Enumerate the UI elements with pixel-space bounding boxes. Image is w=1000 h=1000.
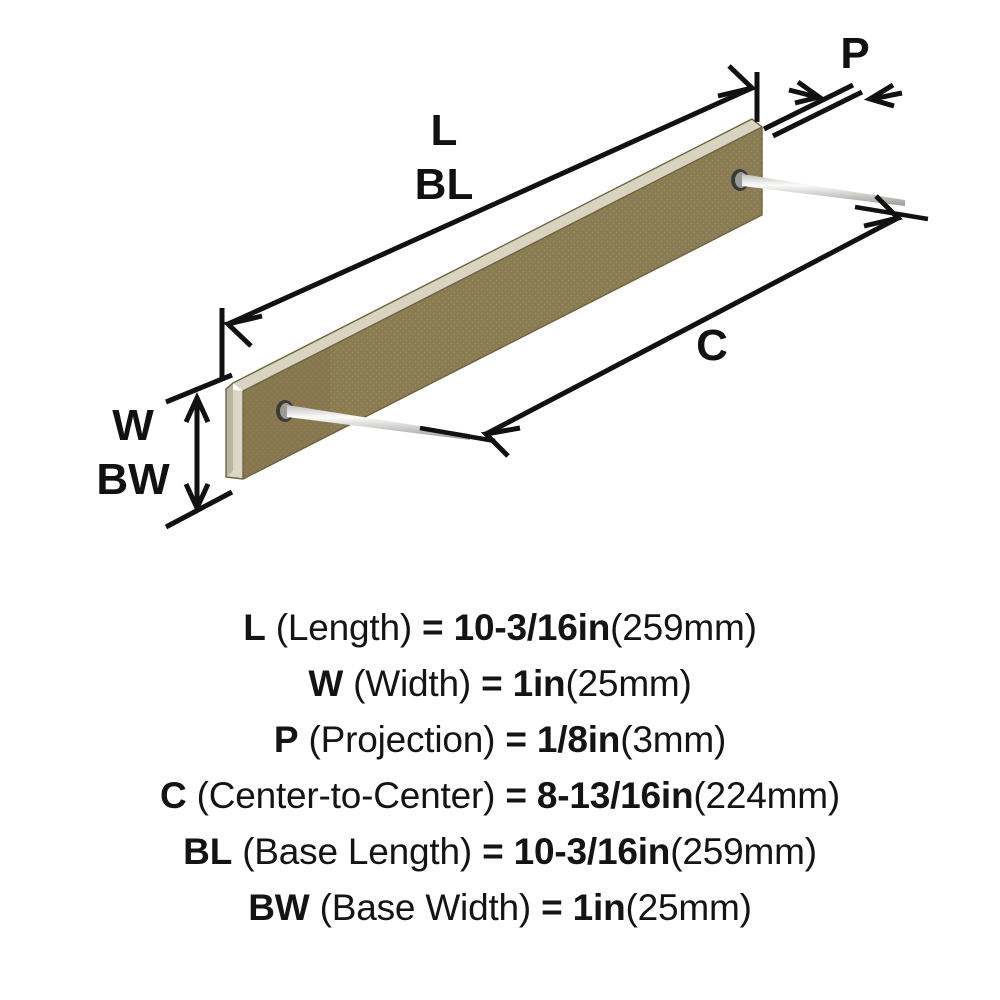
spec-symbol: L	[243, 607, 266, 648]
projection-arrow-left	[794, 79, 825, 106]
center-to-center-label: C	[696, 321, 728, 370]
spec-value-mm: (25mm)	[565, 663, 692, 704]
spec-symbol: C	[159, 775, 187, 816]
spec-symbol: BL	[183, 831, 233, 872]
product-diagram: L BL P	[96, 29, 929, 530]
spec-equals: =	[481, 663, 503, 704]
bar-face-texture	[243, 127, 762, 479]
spec-value-in: 1/8in	[536, 719, 621, 760]
spec-equals: =	[505, 775, 527, 816]
c-leader-left	[419, 425, 496, 444]
projection-label: P	[840, 29, 869, 78]
projection-dimension	[762, 79, 903, 139]
left-mounting-post	[276, 400, 470, 440]
width-ext-line-top	[165, 372, 233, 405]
spec-equals: =	[422, 607, 444, 648]
spec-name: (Width)	[353, 663, 471, 704]
right-post-shaft	[742, 174, 905, 206]
width-label: W	[112, 401, 154, 450]
spec-value-mm: (3mm)	[620, 719, 727, 760]
length-dimension	[219, 64, 760, 378]
projection-arrow-right	[863, 82, 895, 109]
spec-row-length: L (Length) = 10-3/16in(259mm)	[0, 600, 1000, 656]
spec-value-mm: (259mm)	[670, 831, 817, 872]
projection-ext-line-b	[771, 89, 864, 139]
bar-left-endcap-edge	[226, 383, 233, 477]
spec-name: (Center-to-Center)	[196, 775, 496, 816]
length-label: L	[431, 106, 458, 155]
length-dim-line	[226, 85, 754, 327]
bar-top-edge-line	[242, 126, 763, 392]
length-arrow-left	[222, 313, 263, 348]
spec-name: (Projection)	[308, 719, 496, 760]
spec-row-projection: P (Projection) = 1/8in(3mm)	[0, 712, 1000, 768]
specification-list: L (Length) = 10-3/16in(259mm) W (Width) …	[0, 600, 1000, 936]
spec-value-in: 10-3/16in	[453, 607, 611, 648]
spec-symbol: P	[273, 719, 299, 760]
spec-row-base-width: BW (Base Width) = 1in(25mm)	[0, 880, 1000, 936]
c-arrow-right	[863, 194, 903, 229]
c-arrow-left	[480, 425, 521, 458]
spec-name: (Length)	[275, 607, 412, 648]
spec-row-center-to-center: C (Center-to-Center) = 8-13/16in(224mm)	[0, 768, 1000, 824]
spec-value-in: 8-13/16in	[536, 775, 694, 816]
spec-value-in: 1in	[572, 887, 626, 928]
spec-value-mm: (259mm)	[610, 607, 757, 648]
spec-name: (Base Length)	[242, 831, 473, 872]
projection-dim-line-left	[788, 87, 818, 100]
spec-value-mm: (25mm)	[625, 887, 752, 928]
length-arrow-right	[717, 64, 758, 99]
spec-name: (Base Width)	[319, 887, 532, 928]
spec-value-in: 1in	[512, 663, 566, 704]
spec-symbol: BW	[248, 887, 310, 928]
center-to-center-dimension	[419, 194, 929, 458]
projection-ext-line-a	[762, 82, 855, 132]
spec-equals: =	[505, 719, 527, 760]
spec-equals: =	[482, 831, 504, 872]
spec-symbol: W	[308, 663, 344, 704]
spec-row-width: W (Width) = 1in(25mm)	[0, 656, 1000, 712]
spec-equals: =	[541, 887, 563, 928]
c-dim-line	[484, 215, 900, 437]
pull-bar-3d	[225, 118, 763, 480]
width-dimension	[164, 372, 234, 530]
spec-value-mm: (224mm)	[693, 775, 841, 816]
bar-top-bevel	[233, 119, 762, 391]
width-arrow-bottom	[183, 482, 211, 515]
right-mounting-post	[731, 169, 905, 206]
base-length-label: BL	[415, 160, 474, 209]
spec-row-base-length: BL (Base Length) = 10-3/16in(259mm)	[0, 824, 1000, 880]
projection-dim-line-right	[871, 90, 903, 102]
spec-value-in: 10-3/16in	[513, 831, 671, 872]
bar-outline	[225, 118, 763, 480]
width-arrow-top	[183, 391, 211, 424]
base-width-label: BW	[96, 455, 170, 504]
left-post-shaft	[287, 405, 470, 440]
diagram-svg: L BL P	[96, 29, 929, 530]
